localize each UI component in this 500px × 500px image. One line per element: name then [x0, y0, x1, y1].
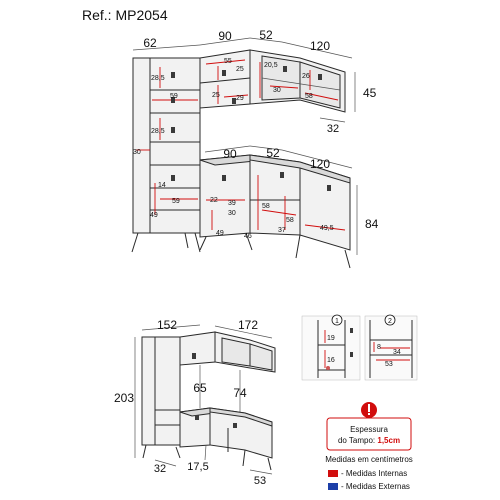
- legend-external-label: - Medidas Externas: [341, 482, 410, 491]
- tall-cabinet: [132, 57, 201, 234]
- dim-inner-49-a: 49: [150, 212, 158, 219]
- dim-inner-14: 14: [158, 182, 166, 189]
- legend-internal-swatch: [328, 470, 338, 477]
- dim-inner-28-5-a: 28,5: [151, 75, 165, 82]
- dim-inner-25-b: 25: [212, 92, 220, 99]
- reference-title: Ref.: MP2054: [82, 7, 168, 23]
- tall-cabinet-front: [149, 57, 201, 234]
- upper-assembly: [131, 37, 358, 269]
- dim-inner-25-a: 25: [236, 66, 244, 73]
- dim-inner-39: 39: [228, 200, 236, 207]
- dim-inner-28-5-b: 28,5: [151, 128, 165, 135]
- dim-lower-height-84: 84: [365, 217, 379, 231]
- dim-bottom-53: 53: [254, 475, 266, 487]
- dim-inner-29: 29: [236, 95, 244, 102]
- detail-2-label: 2: [388, 318, 392, 325]
- detail-2-dim-34: 34: [393, 349, 401, 356]
- detail-1-dim-19: 19: [327, 335, 335, 342]
- dim-bottom-65: 65: [193, 381, 207, 395]
- dim-inner-20-5: 20,5: [264, 62, 278, 69]
- lower-assembly: [134, 324, 276, 475]
- dim-inner-37: 37: [278, 227, 286, 234]
- detail-1-label: 1: [335, 318, 339, 325]
- dim-bottom-74: 74: [233, 386, 247, 400]
- dim-height-45: 45: [363, 86, 377, 100]
- dim-bottom-32: 32: [154, 463, 166, 475]
- dim-inner-59-a: 59: [170, 93, 178, 100]
- detail-2-dim-53: 53: [385, 361, 393, 368]
- dim-inner-22: 22: [210, 197, 218, 204]
- dim-width-90: 90: [218, 29, 232, 43]
- dim-inner-30: 30: [273, 87, 281, 94]
- dim-width-120: 120: [310, 39, 330, 53]
- dim-lower-width-120: 120: [310, 157, 330, 171]
- tabletop-line2: do Tampo: 1,5cm: [338, 436, 400, 445]
- dim-inner-49-5: 49,5: [320, 225, 334, 232]
- bottom-tall-cabinet: [141, 336, 181, 446]
- dim-inner-46: 46: [244, 233, 252, 240]
- detail-1: [301, 314, 361, 381]
- dim-inner-30-b: 30: [133, 149, 141, 156]
- dim-bottom-172: 172: [238, 318, 258, 332]
- dim-bottom-17-5: 17,5: [187, 461, 208, 473]
- dim-inner-58: 58: [305, 93, 313, 100]
- dim-inner-49-b: 49: [216, 230, 224, 237]
- dim-width-62: 62: [143, 36, 157, 50]
- dim-depth-52: 52: [259, 28, 273, 42]
- lower-cabinet-90: [199, 154, 251, 238]
- detail-2-dim-8: 8: [377, 344, 381, 351]
- legend-title: Medidas em centímetros: [325, 455, 413, 464]
- dim-bottom-152: 152: [157, 318, 177, 332]
- dim-inner-58-b: 58: [286, 217, 294, 224]
- dim-inner-30-c: 30: [228, 210, 236, 217]
- dim-inner-58-a: 58: [262, 203, 270, 210]
- tabletop-line1: Espessura: [350, 425, 388, 434]
- legend-external-swatch: [328, 483, 338, 490]
- dim-bottom-203: 203: [114, 391, 134, 405]
- dim-lower-width-90: 90: [223, 147, 237, 161]
- dim-lower-depth-52: 52: [266, 146, 280, 160]
- dim-inner-59-b: 59: [172, 198, 180, 205]
- bottom-upper-cabinet: [179, 331, 216, 366]
- detail-2: [364, 314, 418, 381]
- legend-internal-label: - Medidas Internas: [341, 469, 407, 478]
- detail-1-dim-16: 16: [327, 357, 335, 364]
- dim-inner-26: 26: [302, 73, 310, 80]
- dim-depth-32: 32: [327, 123, 339, 135]
- tabletop-warning: [326, 402, 412, 451]
- dim-inner-55: 55: [224, 58, 232, 65]
